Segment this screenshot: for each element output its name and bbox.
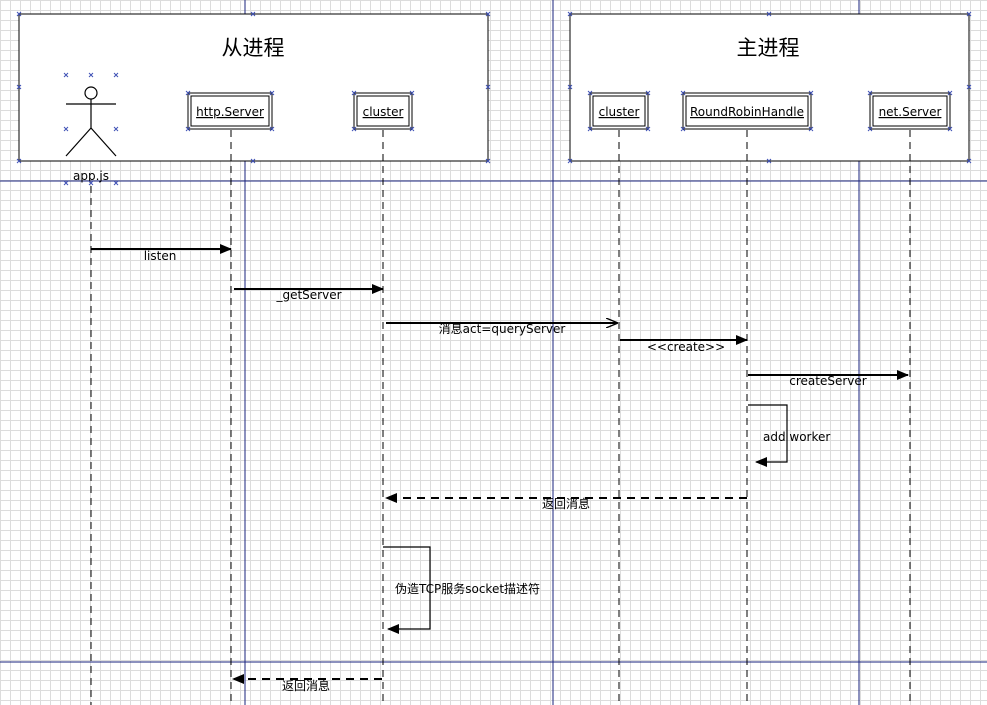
object-slave-cluster-label: cluster — [363, 105, 404, 119]
selection-markers — [16, 11, 972, 186]
object-handles — [185, 90, 953, 132]
message-fake-socket[interactable]: 伪造TCP服务socket描述符 — [383, 546, 540, 634]
actor-left-leg — [65, 127, 92, 157]
object-http-server[interactable]: http.Server — [187, 92, 273, 130]
object-round-robin[interactable]: RoundRobinHandle — [682, 92, 812, 130]
message-add-worker[interactable]: add worker — [748, 404, 830, 467]
message-get-server[interactable]: _getServer — [234, 284, 384, 302]
object-http-server-label: http.Server — [196, 105, 264, 119]
message-listen-label: listen — [144, 249, 177, 263]
message-create-label: <<create>> — [647, 340, 725, 354]
message-reply-master[interactable]: 返回消息 — [385, 493, 747, 511]
frame-slave-process[interactable]: 从进程 — [18, 13, 489, 162]
frame-slave-title: 从进程 — [222, 36, 285, 60]
object-master-cluster-label: cluster — [599, 105, 640, 119]
object-net-server[interactable]: net.Server — [869, 92, 951, 130]
frame-master-title: 主进程 — [737, 36, 800, 60]
selection-marker — [63, 72, 119, 186]
object-net-server-label: net.Server — [879, 105, 942, 119]
message-reply-cluster[interactable]: 返回消息 — [232, 674, 382, 693]
message-add-worker-label: add worker — [763, 430, 830, 444]
message-create-server[interactable]: createServer — [748, 370, 909, 388]
message-listen[interactable]: listen — [91, 244, 232, 263]
message-query-server[interactable]: 消息act=queryServer — [386, 321, 617, 336]
message-fake-socket-label: 伪造TCP服务socket描述符 — [395, 581, 540, 596]
message-query-server-label: 消息act=queryServer — [439, 321, 566, 336]
object-master-cluster[interactable]: cluster — [589, 92, 649, 130]
message-reply-cluster-label: 返回消息 — [282, 678, 330, 693]
frame-handles-master — [567, 11, 972, 164]
message-reply-master-label: 返回消息 — [542, 496, 590, 511]
message-create-server-label: createServer — [789, 374, 867, 388]
object-slave-cluster[interactable]: cluster — [353, 92, 413, 130]
object-round-robin-label: RoundRobinHandle — [690, 105, 804, 119]
actor-head — [84, 86, 98, 100]
frame-handles-slave — [16, 11, 491, 164]
frame-master-process[interactable]: 主进程 — [569, 13, 970, 162]
lifelines — [90, 130, 911, 705]
message-get-server-label: _getServer — [275, 288, 341, 302]
actor-label: app.js — [73, 169, 109, 183]
message-create[interactable]: <<create>> — [620, 335, 748, 354]
actor-right-leg — [90, 127, 117, 157]
actor-app-js[interactable] — [65, 86, 117, 157]
